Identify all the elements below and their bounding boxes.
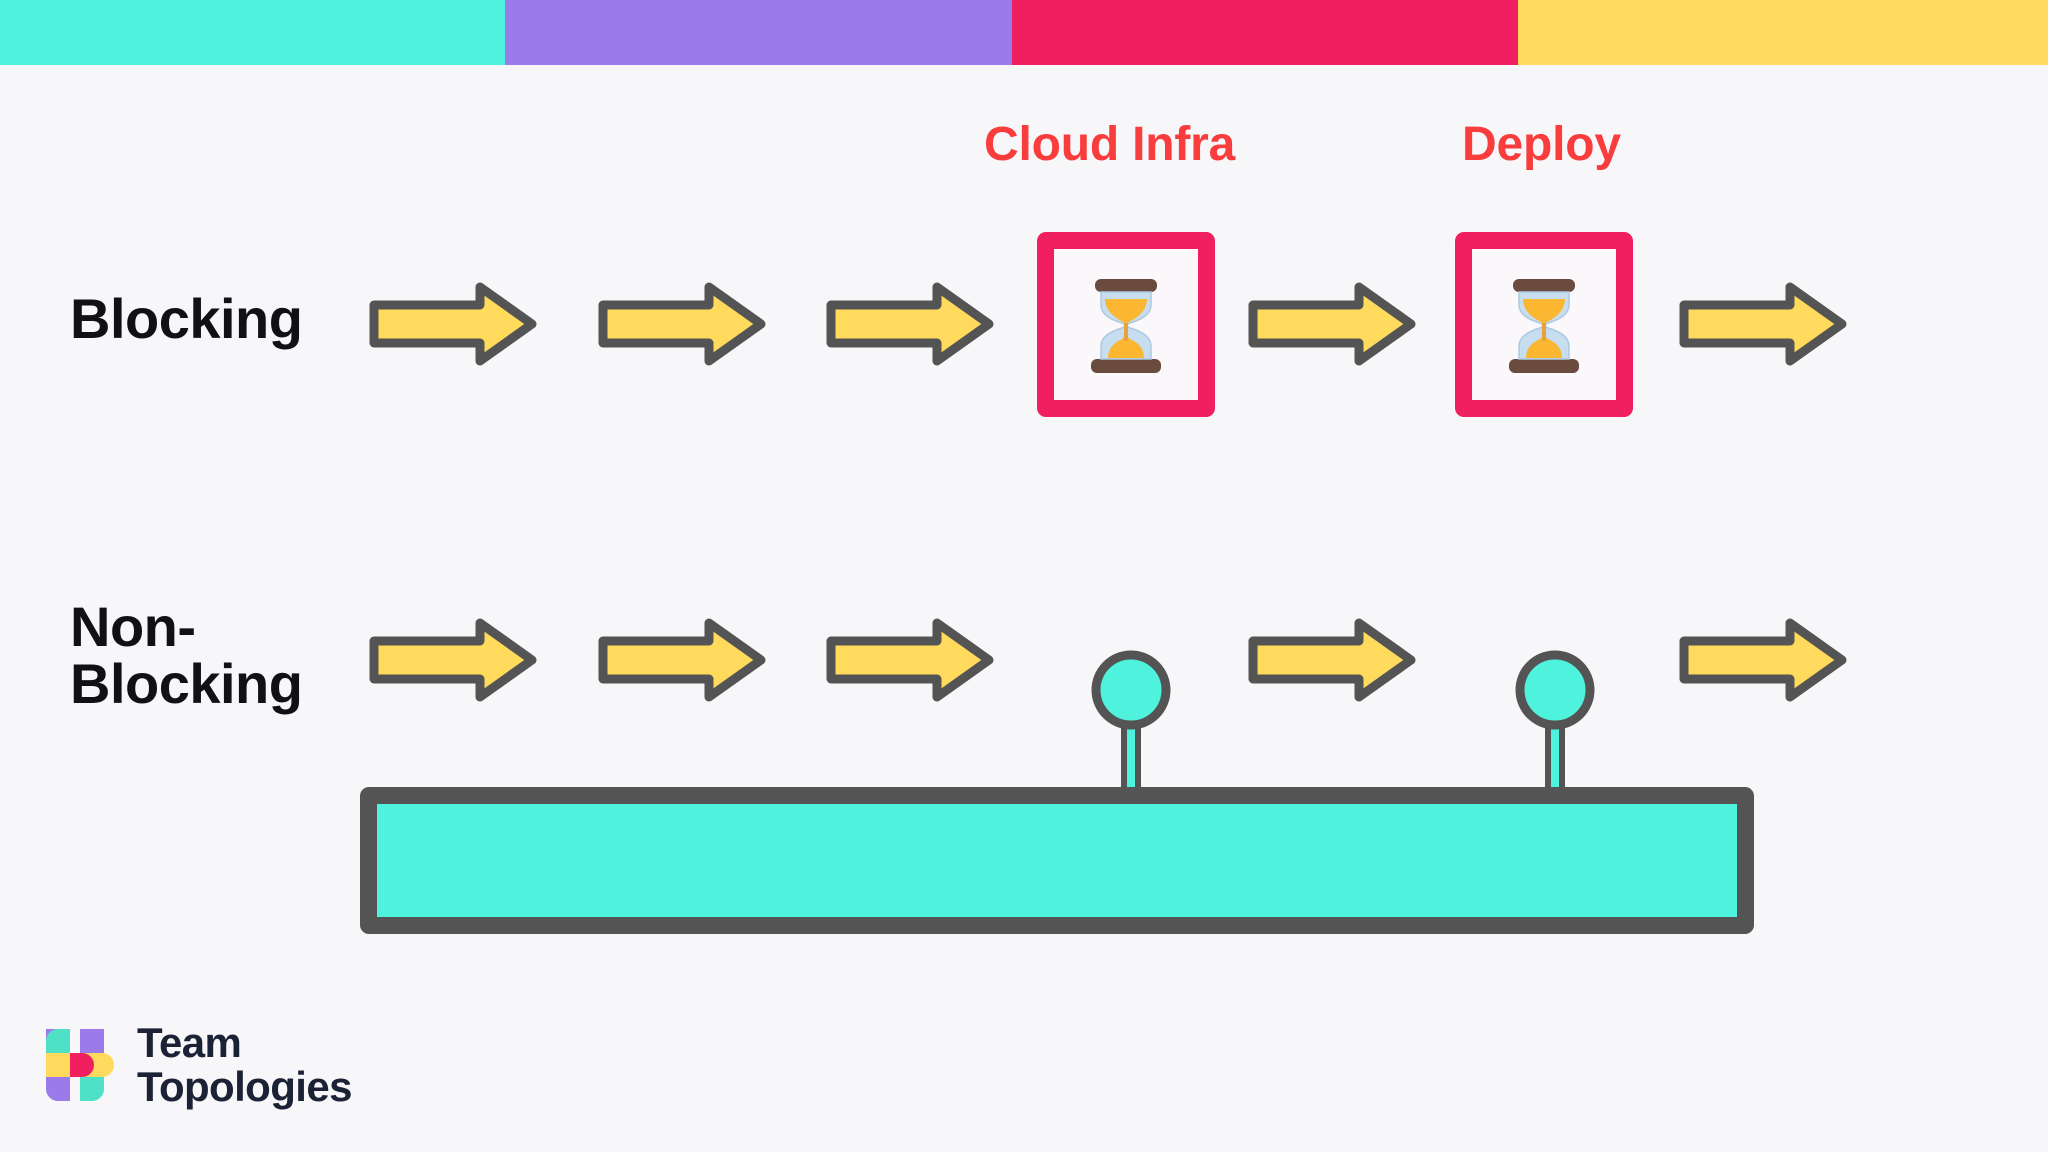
- flow-arrow-nonblocking-2: [597, 617, 767, 703]
- row-label-blocking: Blocking: [70, 287, 303, 350]
- flow-arrow-nonblocking-1: [368, 617, 538, 703]
- flow-arrow-blocking-4: [1247, 281, 1417, 367]
- flow-arrow-nonblocking-3: [825, 617, 995, 703]
- top-bar-segment-purple: [505, 0, 1012, 65]
- flow-arrow-blocking-5: [1678, 281, 1848, 367]
- top-bar-segment-pink: [1012, 0, 1518, 65]
- team-topologies-logo-text: Team Topologies: [137, 1019, 352, 1110]
- service-port-cloud-infra[interactable]: [1086, 645, 1176, 805]
- platform-bar[interactable]: [360, 787, 1754, 934]
- flow-arrow-nonblocking-4: [1247, 617, 1417, 703]
- row-label-non-blocking: Non- Blocking: [70, 595, 303, 716]
- top-color-bar: [0, 0, 2048, 65]
- flow-arrow-blocking-2: [597, 281, 767, 367]
- top-bar-segment-teal: [0, 0, 505, 65]
- flow-arrow-nonblocking-5: [1678, 617, 1848, 703]
- hourglass-icon: [1509, 278, 1579, 373]
- team-topologies-logo[interactable]: Team Topologies: [40, 1021, 352, 1108]
- blocker-box-cloud-infra[interactable]: [1037, 232, 1215, 417]
- team-topologies-logo-mark: [46, 1028, 114, 1101]
- top-bar-segment-yellow: [1518, 0, 2048, 65]
- flow-arrow-blocking-1: [368, 281, 538, 367]
- blocker-box-deploy[interactable]: [1455, 232, 1633, 417]
- stage-title-cloud-infra: Cloud Infra: [984, 118, 1236, 171]
- hourglass-icon: [1091, 278, 1161, 373]
- flow-arrow-blocking-3: [825, 281, 995, 367]
- service-port-deploy[interactable]: [1510, 645, 1600, 805]
- stage-title-deploy: Deploy: [1462, 118, 1621, 171]
